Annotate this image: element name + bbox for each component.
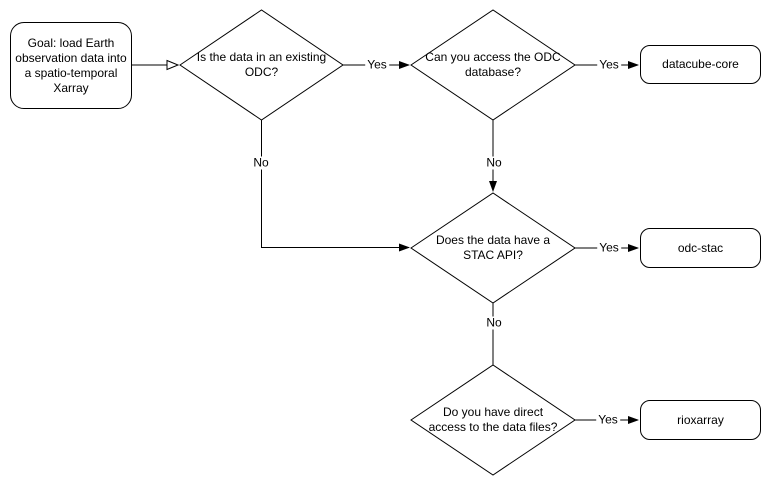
edge-label-existing-odc-yes: Yes	[365, 57, 389, 72]
result-odc-stac: odc-stac	[640, 228, 761, 268]
result-datacube-core-label: datacube-core	[662, 57, 739, 71]
decision-existing-odc-shape	[179, 9, 344, 121]
decision-access-db-shape	[410, 9, 576, 121]
edge-label-access-db-yes: Yes	[597, 57, 621, 72]
connector-existing-odc-no	[261, 120, 410, 252]
result-datacube-core: datacube-core	[640, 45, 761, 84]
start-node-label: Goal: load Earth observation data into a…	[15, 35, 127, 95]
result-odc-stac-label: odc-stac	[677, 240, 724, 255]
result-rioxarray: rioxarray	[640, 400, 761, 440]
decision-stac-api-shape	[410, 192, 576, 304]
edge-label-access-db-no: No	[484, 155, 504, 170]
decision-direct-access-shape	[410, 364, 576, 476]
edge-label-stac-api-no: No	[484, 315, 504, 330]
result-rioxarray-label: rioxarray	[677, 412, 724, 427]
open-arrowhead-icon	[166, 59, 180, 71]
edge-label-existing-odc-no: No	[251, 155, 271, 170]
start-node: Goal: load Earth observation data into a…	[10, 22, 132, 109]
edge-label-stac-api-yes: Yes	[597, 240, 621, 255]
edge-label-direct-access-yes: Yes	[596, 412, 620, 427]
